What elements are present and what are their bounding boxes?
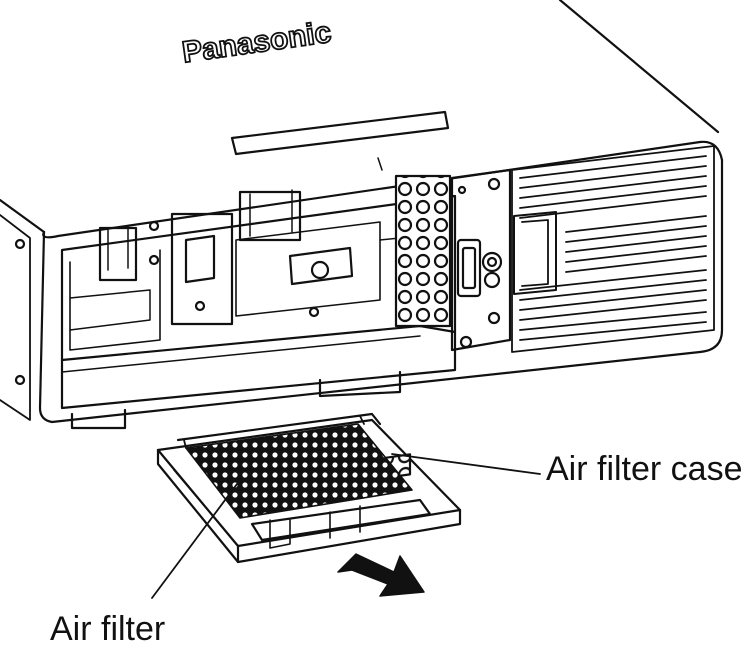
svg-text:Panasonic: Panasonic [180,16,333,70]
leader-line-filter [151,479,241,599]
arrow-down-right-icon [337,553,425,597]
air-filter-case-label: Air filter case [546,450,743,488]
air-filter-label: Air filter [50,610,166,648]
connector-panel [450,168,512,352]
brand-logo: Panasonic [179,15,334,70]
top-slot [230,110,450,156]
intake-vent [394,174,452,328]
projector-body [0,0,724,430]
exhaust-vent [511,145,715,353]
air-filter [185,423,413,519]
filter-compartment [60,189,457,410]
leader-line-case [391,453,541,475]
